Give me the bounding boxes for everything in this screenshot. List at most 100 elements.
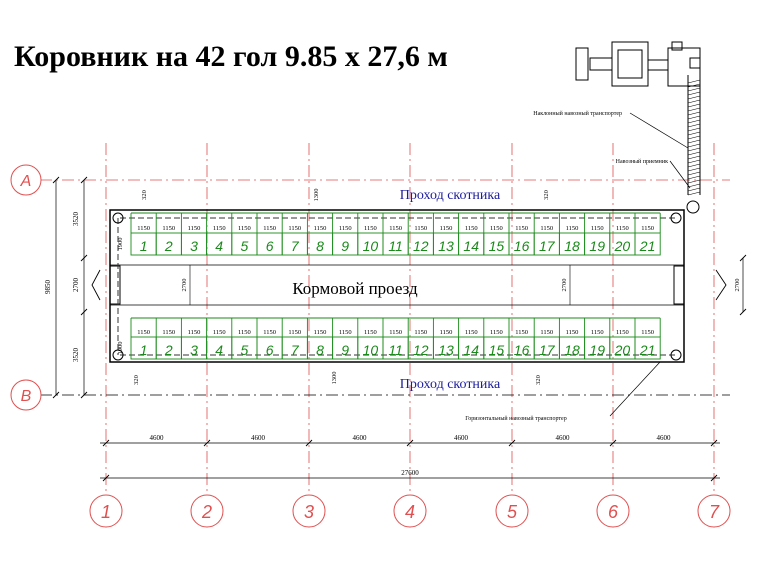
stall-width-label: 1150 bbox=[616, 225, 629, 232]
stall-number: 4 bbox=[215, 342, 223, 358]
stall-number: 17 bbox=[539, 238, 556, 254]
stall-number: 14 bbox=[463, 238, 479, 254]
stall-width-label: 1150 bbox=[364, 329, 377, 336]
leader-lines bbox=[609, 112, 691, 417]
stall-width-label: 1150 bbox=[162, 225, 175, 232]
stall-number: 13 bbox=[438, 342, 454, 358]
stall-width-label: 1150 bbox=[263, 225, 276, 232]
conveyor-pulley-tl bbox=[112, 212, 124, 224]
stall-number: 14 bbox=[463, 342, 479, 358]
stall-number: 6 bbox=[266, 342, 274, 358]
stall-width-label: 1150 bbox=[490, 329, 503, 336]
diagram-title: Коровник на 42 гол 9.85 х 27,6 м bbox=[14, 40, 448, 73]
stall-number: 18 bbox=[564, 238, 580, 254]
stall-number: 13 bbox=[438, 238, 454, 254]
stall-width-label: 1150 bbox=[440, 329, 453, 336]
column-axis-marker bbox=[393, 494, 427, 528]
inclined-conveyor-label: Наклонный навозный транспортер bbox=[533, 110, 622, 117]
stall-width-label: 1150 bbox=[314, 329, 327, 336]
stall-number: 21 bbox=[639, 238, 656, 254]
gate-arrow-left bbox=[91, 269, 101, 301]
column-axis-marker bbox=[292, 494, 326, 528]
stall-width-label: 1150 bbox=[364, 225, 377, 232]
bay-dimension-label: 4600 bbox=[556, 434, 571, 442]
stall-number: 8 bbox=[316, 342, 324, 358]
building-outline bbox=[109, 200, 700, 363]
stall-width-label: 1150 bbox=[490, 225, 503, 232]
column-axis-label: 3 bbox=[304, 502, 314, 522]
column-axis-marker bbox=[697, 494, 731, 528]
column-axis-marker bbox=[190, 494, 224, 528]
stall-width-label: 1150 bbox=[389, 329, 402, 336]
stall-width-label: 1150 bbox=[591, 329, 604, 336]
stall-number: 7 bbox=[291, 342, 300, 358]
axis-gridlines bbox=[40, 143, 730, 492]
stall-number: 12 bbox=[413, 238, 429, 254]
manure-receiver-icon bbox=[686, 200, 700, 214]
stall-number: 15 bbox=[489, 238, 505, 254]
stall-number: 20 bbox=[614, 342, 631, 358]
total-width-label: 9850 bbox=[44, 280, 52, 295]
column-axis-marker bbox=[596, 494, 630, 528]
annotations: Проход скотника Проход скотника Кормовой… bbox=[292, 110, 668, 422]
feed-width-label: 2700 bbox=[734, 279, 741, 292]
aisle-width-label: 1300 bbox=[331, 372, 338, 385]
manure-receiver-label: Навозный приемник bbox=[616, 158, 668, 165]
row-axis-marker bbox=[10, 164, 42, 196]
stall-number: 5 bbox=[241, 342, 249, 358]
stall-width-label: 1150 bbox=[540, 329, 553, 336]
stall-number: 9 bbox=[341, 342, 349, 358]
row-axis-label: В bbox=[21, 388, 32, 405]
stall-number: 3 bbox=[190, 342, 198, 358]
aisle-offset-label: 320 bbox=[141, 190, 148, 200]
stall-width-label: 1150 bbox=[162, 329, 175, 336]
conveyor-pulley-bl bbox=[112, 349, 124, 361]
stall-width-label: 1150 bbox=[339, 225, 352, 232]
gate-right bbox=[673, 265, 685, 305]
stall-width-label: 1150 bbox=[566, 225, 579, 232]
gate-arrow-right bbox=[715, 269, 727, 301]
column-axis-label: 7 bbox=[709, 502, 720, 522]
stall-width-label: 1150 bbox=[188, 225, 201, 232]
stall-width-label: 1150 bbox=[389, 225, 402, 232]
column-axis-label: 4 bbox=[405, 502, 415, 522]
stall-number: 17 bbox=[539, 342, 556, 358]
stall-number: 19 bbox=[589, 342, 605, 358]
stall-width-label: 1150 bbox=[414, 329, 427, 336]
tractor-icon bbox=[575, 41, 701, 87]
stall-width-label: 1150 bbox=[213, 329, 226, 336]
stall-width-label: 1150 bbox=[339, 329, 352, 336]
stall-width-label: 1150 bbox=[465, 329, 478, 336]
stall-width-label: 1150 bbox=[288, 329, 301, 336]
stall-number: 7 bbox=[291, 238, 300, 254]
conveyor-pulley-tr bbox=[670, 212, 682, 224]
feed-width-label: 2700 bbox=[72, 278, 80, 293]
column-axis-label: 1 bbox=[101, 502, 111, 522]
bay-dimension-label: 4600 bbox=[150, 434, 165, 442]
row-axis-marker bbox=[10, 379, 42, 411]
bay-dimension-label: 4600 bbox=[657, 434, 672, 442]
side-zone-label: 3520 bbox=[72, 348, 80, 363]
stall-width-label: 1150 bbox=[188, 329, 201, 336]
stall-width-label: 1150 bbox=[641, 329, 654, 336]
stall-depth-label: 1900 bbox=[117, 342, 124, 355]
stall-number: 19 bbox=[589, 238, 605, 254]
stall-number: 1 bbox=[140, 238, 148, 254]
feed-width-label: 2700 bbox=[181, 279, 188, 292]
stall-number: 15 bbox=[489, 342, 505, 358]
inclined-conveyor bbox=[687, 75, 701, 196]
gate-left bbox=[109, 265, 121, 305]
stall-number: 12 bbox=[413, 342, 429, 358]
row-axis-label: А bbox=[20, 173, 32, 190]
column-axis-marker bbox=[89, 494, 123, 528]
stall-width-label: 1150 bbox=[465, 225, 478, 232]
stall-number: 5 bbox=[241, 238, 249, 254]
stall-number: 8 bbox=[316, 238, 324, 254]
aisle-offset-label: 320 bbox=[535, 375, 542, 385]
stall-number: 20 bbox=[614, 238, 631, 254]
bay-dimension-label: 4600 bbox=[251, 434, 266, 442]
stall-width-label: 1150 bbox=[137, 225, 150, 232]
stall-width-label: 1150 bbox=[288, 225, 301, 232]
